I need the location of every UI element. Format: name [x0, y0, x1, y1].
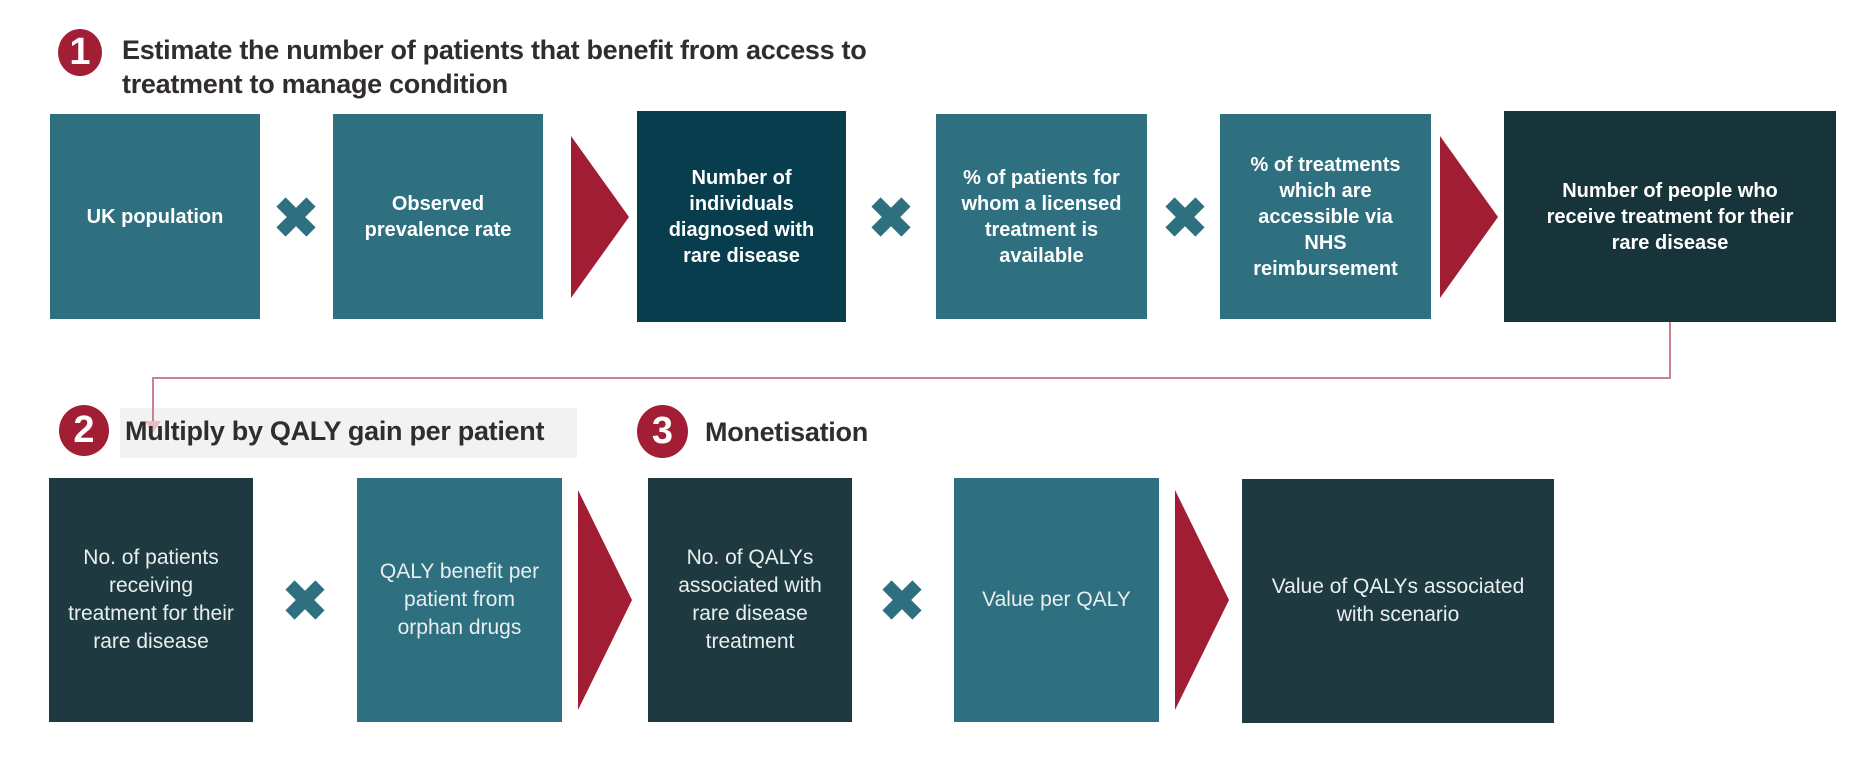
step-3-title: Monetisation: [705, 416, 868, 447]
box-qaly-benefit-per-patient: QALY benefit per patient from orphan dru…: [357, 478, 562, 722]
step-2-title: Multiply by QALY gain per patient: [125, 415, 545, 446]
multiply-icon: [882, 580, 922, 620]
flow-arrow-icon: [1175, 490, 1229, 710]
box-patients-receiving-treatment: No. of patients receiving treatment for …: [49, 478, 253, 722]
box-uk-population: UK population: [50, 114, 260, 319]
box-patients-receiving-treatment-label: No. of patients receiving treatment for …: [68, 546, 234, 653]
flow-arrow-icon: [578, 490, 632, 710]
box-treatments-nhs-reimbursement: % of treatments which are accessible via…: [1220, 114, 1431, 319]
multiply-icon: [285, 580, 325, 620]
box-patients-licensed-treatment-label: % of patients for whom a licensed treatm…: [961, 166, 1122, 267]
step-2-badge: 2: [59, 405, 109, 456]
box-qalys-associated-label: No. of QALYs associated with rare diseas…: [678, 546, 822, 653]
box-value-of-qalys: Value of QALYs associated with scenario: [1242, 479, 1554, 723]
box-qalys-associated: No. of QALYs associated with rare diseas…: [648, 478, 852, 722]
box-individuals-diagnosed-label: Number of individuals diagnosed with rar…: [668, 166, 815, 267]
box-patients-licensed-treatment: % of patients for whom a licensed treatm…: [936, 114, 1147, 319]
box-treatments-nhs-reimbursement-label: % of treatments which are accessible via…: [1250, 153, 1401, 280]
multiply-icon: [1165, 197, 1205, 237]
multiply-icon: [276, 197, 316, 237]
box-individuals-diagnosed: Number of individuals diagnosed with rar…: [637, 111, 846, 322]
step-1-number: 1: [69, 31, 91, 73]
box-people-receiving-treatment: Number of people who receive treatment f…: [1504, 111, 1836, 322]
step-3-badge: 3: [637, 405, 688, 458]
step-1-title: Estimate the number of patients that ben…: [122, 35, 867, 99]
box-qaly-benefit-per-patient-label: QALY benefit per patient from orphan dru…: [379, 560, 540, 639]
box-observed-prevalence-rate-label: Observed prevalence rate: [364, 192, 512, 241]
flow-arrow-icon: [571, 136, 629, 298]
box-uk-population-label: UK population: [86, 205, 224, 228]
box-observed-prevalence-rate: Observed prevalence rate: [333, 114, 543, 319]
step-1-badge: 1: [58, 29, 102, 76]
flow-arrow-icon: [1440, 136, 1498, 298]
step-3-number: 3: [651, 410, 674, 452]
box-people-receiving-treatment-label: Number of people who receive treatment f…: [1546, 179, 1794, 254]
box-value-per-qaly-label: Value per QALY: [982, 588, 1131, 611]
step-2-number: 2: [73, 409, 95, 451]
multiply-icon: [871, 197, 911, 237]
box-value-of-qalys-label: Value of QALYs associated with scenario: [1271, 575, 1525, 626]
box-value-per-qaly: Value per QALY: [954, 478, 1159, 722]
